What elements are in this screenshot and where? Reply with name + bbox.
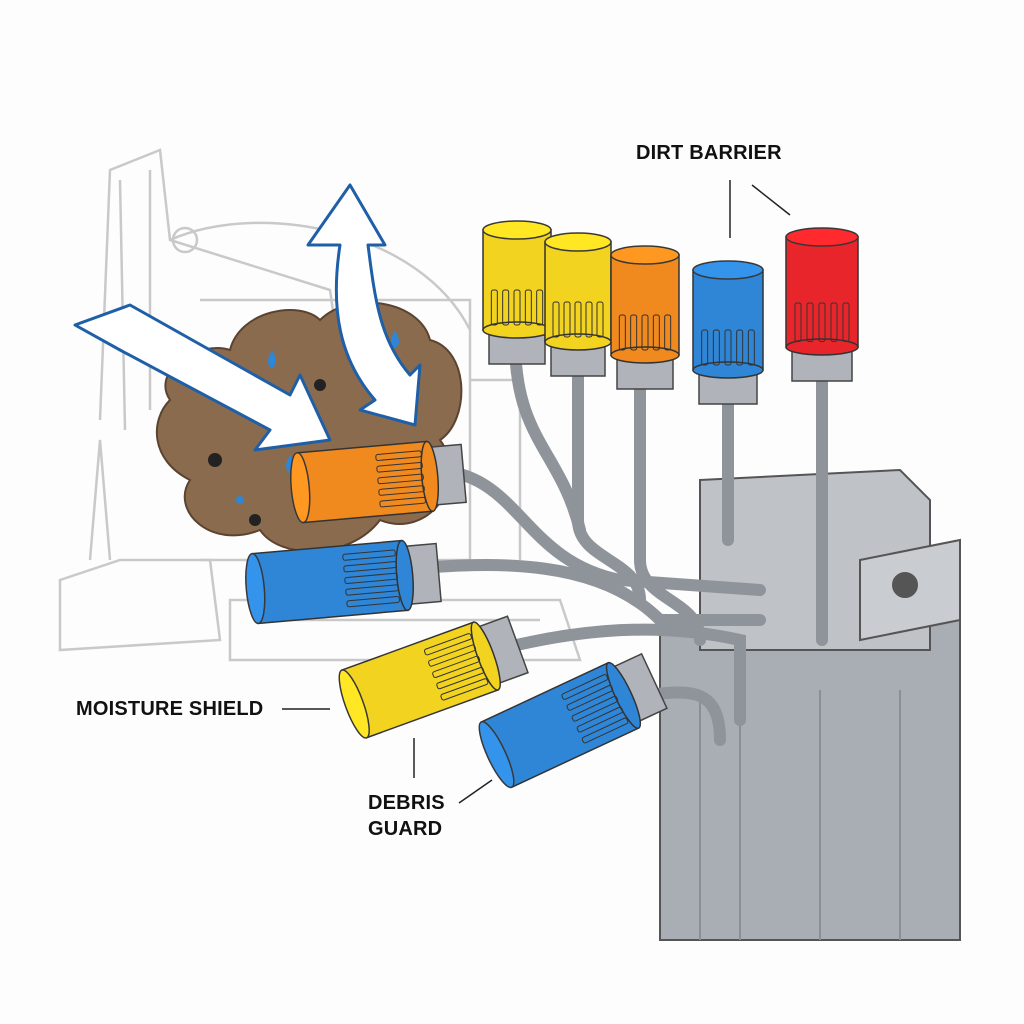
flow-arrows: [73, 183, 422, 602]
orange-side-cap: [290, 440, 467, 524]
yellow-cap-2: [544, 232, 612, 377]
debris-guard-label-line1: DEBRIS: [368, 792, 445, 814]
blue-side-cap: [245, 539, 442, 625]
debris-guard-label: DEBRIS GUARD: [368, 790, 445, 842]
moisture-shield-label: MOISTURE SHIELD: [76, 698, 264, 720]
dirt-barrier-label: DIRT BARRIER: [636, 142, 782, 164]
blue-cap-top: [692, 260, 764, 405]
yellow-side-cap: [338, 615, 529, 739]
red-cap: [785, 227, 859, 382]
blue-lower-cap: [478, 652, 668, 789]
debris-guard-label-line2: GUARD: [368, 818, 443, 840]
yellow-cap-1: [482, 220, 552, 365]
orange-cap: [610, 245, 680, 390]
